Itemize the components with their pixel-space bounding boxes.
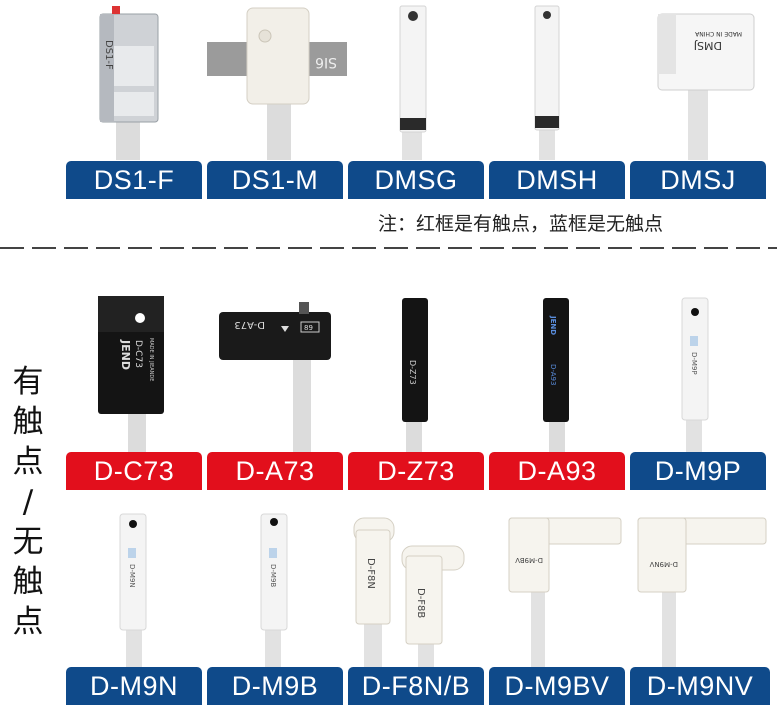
dmsj-switch-image: DMSJ MADE IN CHINA <box>657 13 755 160</box>
dmsh-switch-image <box>534 5 560 160</box>
dashed-divider <box>0 247 777 249</box>
d-m9b-switch-image: D-M9B <box>260 513 288 670</box>
label-d-z73: D-Z73 <box>348 452 484 490</box>
svg-text:MADE IN JIEANDE: MADE IN JIEANDE <box>148 338 154 381</box>
d-a93-switch-image: JEND D-A93 <box>543 298 569 455</box>
svg-text:JEND: JEND <box>119 339 132 370</box>
label-d-m9n: D-M9N <box>66 667 202 705</box>
svg-text:D-A73: D-A73 <box>234 319 265 330</box>
label-d-m9nv: D-M9NV <box>630 667 770 705</box>
svg-text:D-M9P: D-M9P <box>690 352 698 375</box>
svg-text:JEND: JEND <box>549 315 557 335</box>
label-ds1-f: DS1-F <box>66 161 202 199</box>
svg-text:D-M9N: D-M9N <box>128 564 136 588</box>
d-m9nv-switch-image: D-M9NV <box>637 517 767 670</box>
svg-text:D-M9B: D-M9B <box>269 564 277 587</box>
d-z73-switch-image: D-Z73 <box>402 298 428 455</box>
svg-text:D-M9NV: D-M9NV <box>649 560 678 568</box>
svg-text:DS1-F: DS1-F <box>103 40 114 70</box>
svg-text:D-F8B: D-F8B <box>415 588 426 618</box>
label-d-m9b: D-M9B <box>207 667 343 705</box>
svg-text:89: 89 <box>304 324 313 332</box>
side-label: 有 触 点 / 无 触 点 <box>12 364 44 640</box>
label-d-m9bv: D-M9BV <box>489 667 625 705</box>
label-d-a73: D-A73 <box>207 452 343 490</box>
svg-text:D-Z73: D-Z73 <box>408 360 417 385</box>
d-f8n-b-switch-image: D-F8N D-F8B <box>353 517 465 670</box>
d-a73-switch-image: D-A73 89 <box>219 302 331 455</box>
d-m9bv-switch-image: D-M9BV <box>508 517 622 670</box>
label-d-a93: D-A93 <box>489 452 625 490</box>
svg-text:SI6: SI6 <box>315 54 337 70</box>
d-m9p-switch-image: D-M9P <box>681 297 709 455</box>
dmsg-switch-image <box>399 5 427 160</box>
svg-text:MADE IN CHINA: MADE IN CHINA <box>694 30 742 37</box>
ds1-f-switch-image: DS1-F <box>99 6 159 160</box>
legend-note: 注：红框是有触点，蓝框是无触点 <box>378 213 664 235</box>
svg-text:D-F8N: D-F8N <box>365 558 376 589</box>
svg-text:D-C73: D-C73 <box>133 340 143 368</box>
d-m9n-switch-image: D-M9N <box>119 513 147 670</box>
label-d-c73: D-C73 <box>66 452 202 490</box>
svg-text:D-M9BV: D-M9BV <box>515 556 543 564</box>
d-c73-switch-image: JEND D-C73 MADE IN JIEANDE <box>98 296 164 455</box>
label-dmsh: DMSH <box>489 161 625 199</box>
label-d-f8n-b: D-F8N/B <box>348 667 484 705</box>
ds1-m-switch-image: SI6 <box>207 7 347 160</box>
label-dmsg: DMSG <box>348 161 484 199</box>
label-d-m9p: D-M9P <box>630 452 766 490</box>
label-dmsj: DMSJ <box>630 161 766 199</box>
svg-text:DMSJ: DMSJ <box>694 39 722 52</box>
label-ds1-m: DS1-M <box>207 161 343 199</box>
svg-text:D-A93: D-A93 <box>549 364 557 385</box>
